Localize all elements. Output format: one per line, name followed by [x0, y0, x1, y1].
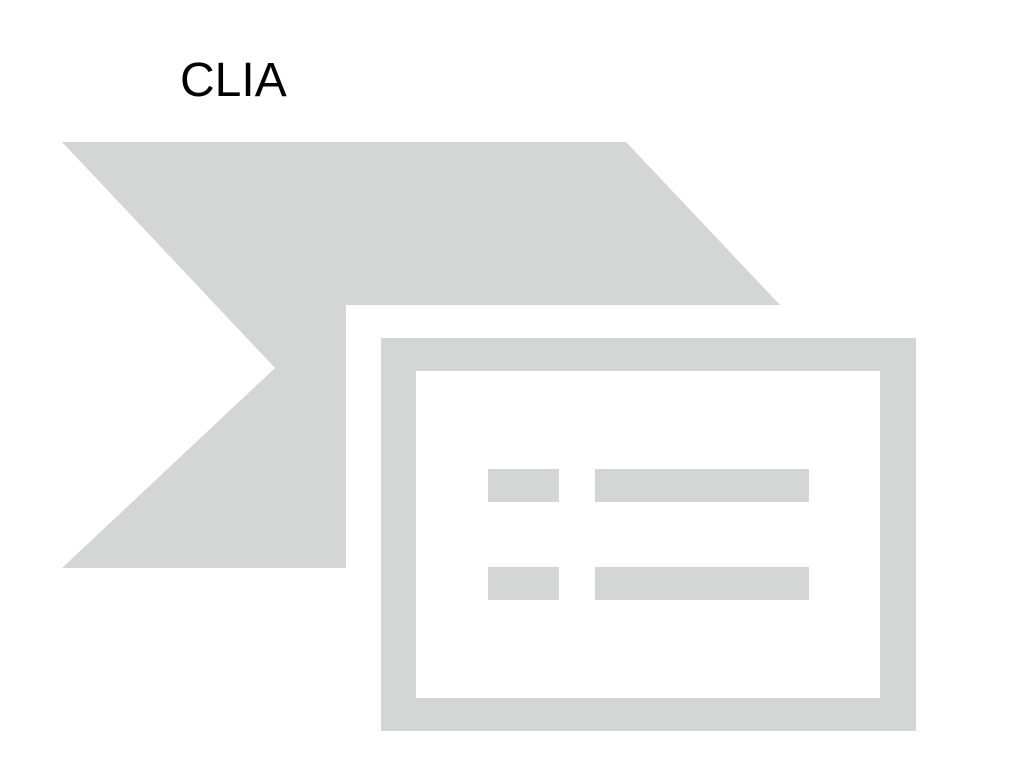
document-page [416, 371, 880, 698]
list-bullet-2 [488, 567, 559, 600]
chevron-arrow-icon [62, 142, 780, 568]
list-bullet-1 [488, 469, 559, 502]
list-line-2 [595, 567, 809, 600]
slide-title: CLIA [180, 54, 287, 107]
list-line-1 [595, 469, 809, 502]
